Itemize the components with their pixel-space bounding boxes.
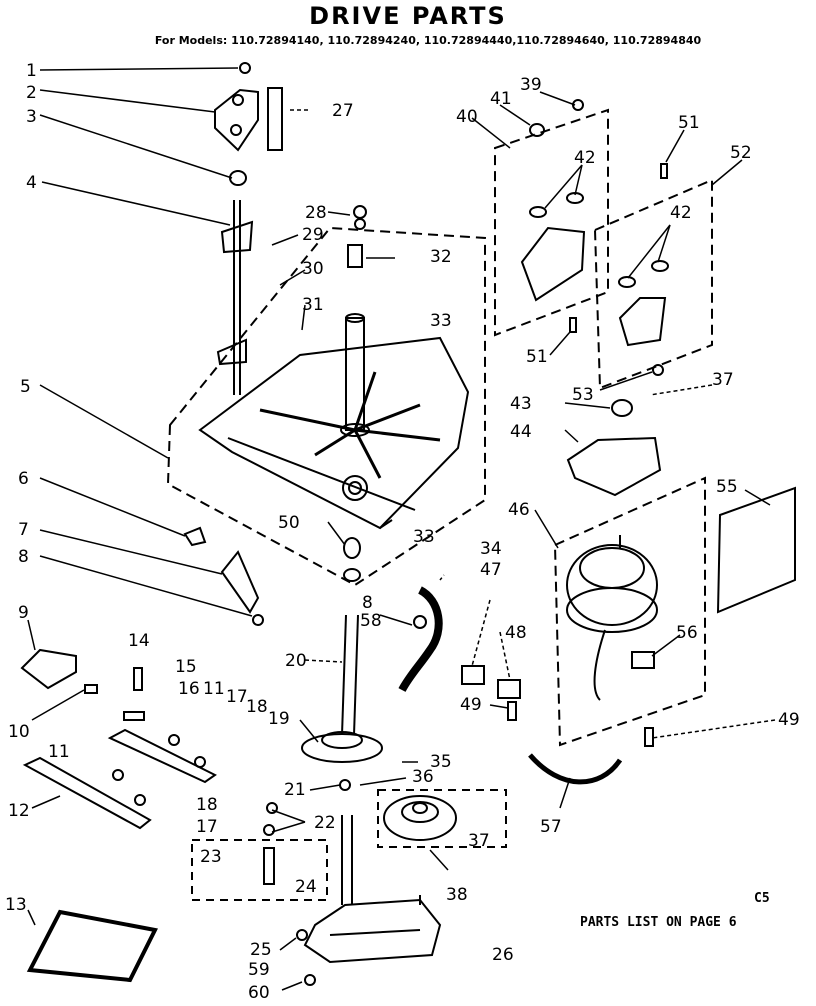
callout-35: 35 bbox=[430, 752, 452, 772]
callout-36: 36 bbox=[412, 767, 434, 787]
callout-55: 55 bbox=[716, 477, 738, 497]
callout-24: 24 bbox=[295, 877, 317, 897]
callout-30: 30 bbox=[302, 259, 324, 279]
drive-pulley bbox=[383, 795, 457, 841]
callout-47: 47 bbox=[480, 560, 502, 580]
page-code: C5 bbox=[754, 891, 770, 906]
callout-52: 52 bbox=[730, 143, 752, 163]
callout-27: 27 bbox=[332, 101, 354, 121]
callout-31: 31 bbox=[302, 295, 324, 315]
callout-21: 21 bbox=[284, 780, 306, 800]
callout-9: 9 bbox=[18, 603, 29, 623]
callout-20: 20 bbox=[285, 651, 307, 671]
motor-capacitor bbox=[716, 486, 796, 614]
callout-8: 8 bbox=[18, 547, 29, 567]
drive-motor bbox=[566, 544, 658, 626]
callout-37-right: 37 bbox=[712, 370, 734, 390]
callout-58: 58 bbox=[360, 611, 382, 631]
callout-42-right: 42 bbox=[670, 203, 692, 223]
bracket-40-box bbox=[494, 108, 609, 337]
callout-51-top: 51 bbox=[678, 113, 700, 133]
callout-15: 15 bbox=[175, 657, 197, 677]
callout-46: 46 bbox=[508, 500, 530, 520]
callout-59: 59 bbox=[248, 960, 270, 980]
callout-18-bottom: 18 bbox=[196, 795, 218, 815]
callout-50: 50 bbox=[278, 513, 300, 533]
callout-12: 12 bbox=[8, 801, 30, 821]
model-list: For Models: 110.72894140, 110.72894240, … bbox=[154, 34, 702, 47]
page-title: DRIVE PARTS bbox=[309, 2, 507, 30]
callout-49-left: 49 bbox=[460, 695, 482, 715]
callout-53: 53 bbox=[572, 385, 594, 405]
motor-group-box bbox=[553, 476, 706, 747]
callout-39: 39 bbox=[520, 75, 542, 95]
bracket-52-box bbox=[593, 178, 713, 390]
gear-case bbox=[303, 898, 442, 964]
callout-17-right: 17 bbox=[226, 687, 248, 707]
callout-40: 40 bbox=[456, 107, 478, 127]
parts-list-note: PARTS LIST ON PAGE 6 bbox=[580, 915, 737, 930]
callout-7: 7 bbox=[18, 520, 29, 540]
callout-43: 43 bbox=[510, 394, 532, 414]
callout-37-bottom: 37 bbox=[468, 831, 490, 851]
clutch-hub bbox=[301, 733, 383, 763]
callout-3: 3 bbox=[26, 107, 37, 127]
callout-56: 56 bbox=[676, 623, 698, 643]
callout-17-bottom: 17 bbox=[196, 817, 218, 837]
callout-10: 10 bbox=[8, 722, 30, 742]
callout-22: 22 bbox=[314, 813, 336, 833]
callout-33-top: 33 bbox=[430, 311, 452, 331]
motor-mount bbox=[566, 436, 662, 497]
callout-57: 57 bbox=[540, 817, 562, 837]
callout-8-center: 8 bbox=[362, 593, 373, 613]
callout-48: 48 bbox=[505, 623, 527, 643]
base-plate-group-box bbox=[166, 226, 486, 587]
callout-44: 44 bbox=[510, 422, 532, 442]
callout-2: 2 bbox=[26, 83, 37, 103]
base-plate bbox=[198, 336, 470, 530]
callout-28: 28 bbox=[305, 203, 327, 223]
callout-6: 6 bbox=[18, 469, 29, 489]
callout-25: 25 bbox=[250, 940, 272, 960]
pulley-group-box bbox=[377, 789, 507, 848]
callout-29: 29 bbox=[302, 225, 324, 245]
callout-5: 5 bbox=[20, 377, 31, 397]
callout-34: 34 bbox=[480, 539, 502, 559]
callout-14: 14 bbox=[128, 631, 150, 651]
callout-11-left: 11 bbox=[48, 742, 70, 762]
callout-32: 32 bbox=[430, 247, 452, 267]
callout-49-right: 49 bbox=[778, 710, 800, 730]
callout-18-right: 18 bbox=[246, 697, 268, 717]
callout-42-left: 42 bbox=[574, 148, 596, 168]
callout-41: 41 bbox=[490, 89, 512, 109]
drive-belt bbox=[26, 909, 158, 983]
callout-23: 23 bbox=[200, 847, 222, 867]
callout-1: 1 bbox=[26, 61, 37, 81]
center-shaft bbox=[345, 317, 365, 431]
callout-60: 60 bbox=[248, 983, 270, 1003]
callout-51-bottom: 51 bbox=[526, 347, 548, 367]
callout-16: 16 bbox=[178, 679, 200, 699]
callout-33-bottom: 33 bbox=[413, 527, 435, 547]
callout-26: 26 bbox=[492, 945, 514, 965]
callout-19: 19 bbox=[268, 709, 290, 729]
callout-13: 13 bbox=[5, 895, 27, 915]
callout-38: 38 bbox=[446, 885, 468, 905]
callout-11-center: 11 bbox=[203, 679, 225, 699]
callout-4: 4 bbox=[26, 173, 37, 193]
